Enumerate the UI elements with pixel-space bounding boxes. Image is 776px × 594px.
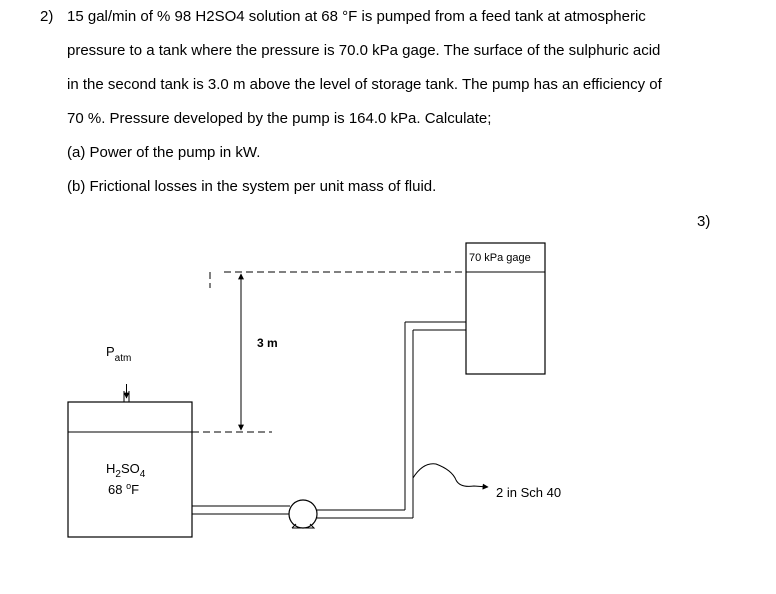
- receiving-tank: [465, 242, 546, 375]
- temp-label: 68 oF: [108, 481, 139, 497]
- problem-line-3: in the second tank is 3.0 m above the le…: [67, 76, 662, 93]
- fluid-so: SO: [121, 461, 140, 476]
- problem-line-5: (a) Power of the pump in kW.: [67, 144, 261, 161]
- fluid-h: H: [106, 461, 115, 476]
- patm-main: P: [106, 344, 115, 359]
- problem-line-4: 70 %. Pressure developed by the pump is …: [67, 110, 492, 127]
- temp-value: 68: [108, 482, 126, 497]
- problem-line-6: (b) Frictional losses in the system per …: [67, 178, 437, 195]
- patm-sub: atm: [115, 353, 132, 364]
- fluid-sub4: 4: [140, 469, 146, 480]
- problem-line-1: 15 gal/min of % 98 H2SO4 solution at 68 …: [67, 8, 646, 25]
- patm-label: Patm: [106, 344, 131, 364]
- fluid-label: H2SO4: [106, 461, 146, 480]
- fluid-sub2: 2: [115, 469, 121, 480]
- storage-tank: [67, 401, 193, 538]
- pump-base: [291, 523, 316, 529]
- problem-line-2: pressure to a tank where the pressure is…: [67, 42, 661, 59]
- temp-degree: o: [126, 481, 131, 491]
- tank2-pressure-label: 70 kPa gage: [469, 252, 531, 264]
- pump: [288, 499, 318, 529]
- pipe-label: 2 in Sch 40: [496, 485, 561, 500]
- problem-number: 2): [40, 8, 54, 25]
- next-problem-number: 3): [697, 213, 711, 230]
- temp-unit: F: [131, 482, 139, 497]
- height-label: 3 m: [257, 336, 278, 350]
- pipe-label-leader: [412, 463, 489, 490]
